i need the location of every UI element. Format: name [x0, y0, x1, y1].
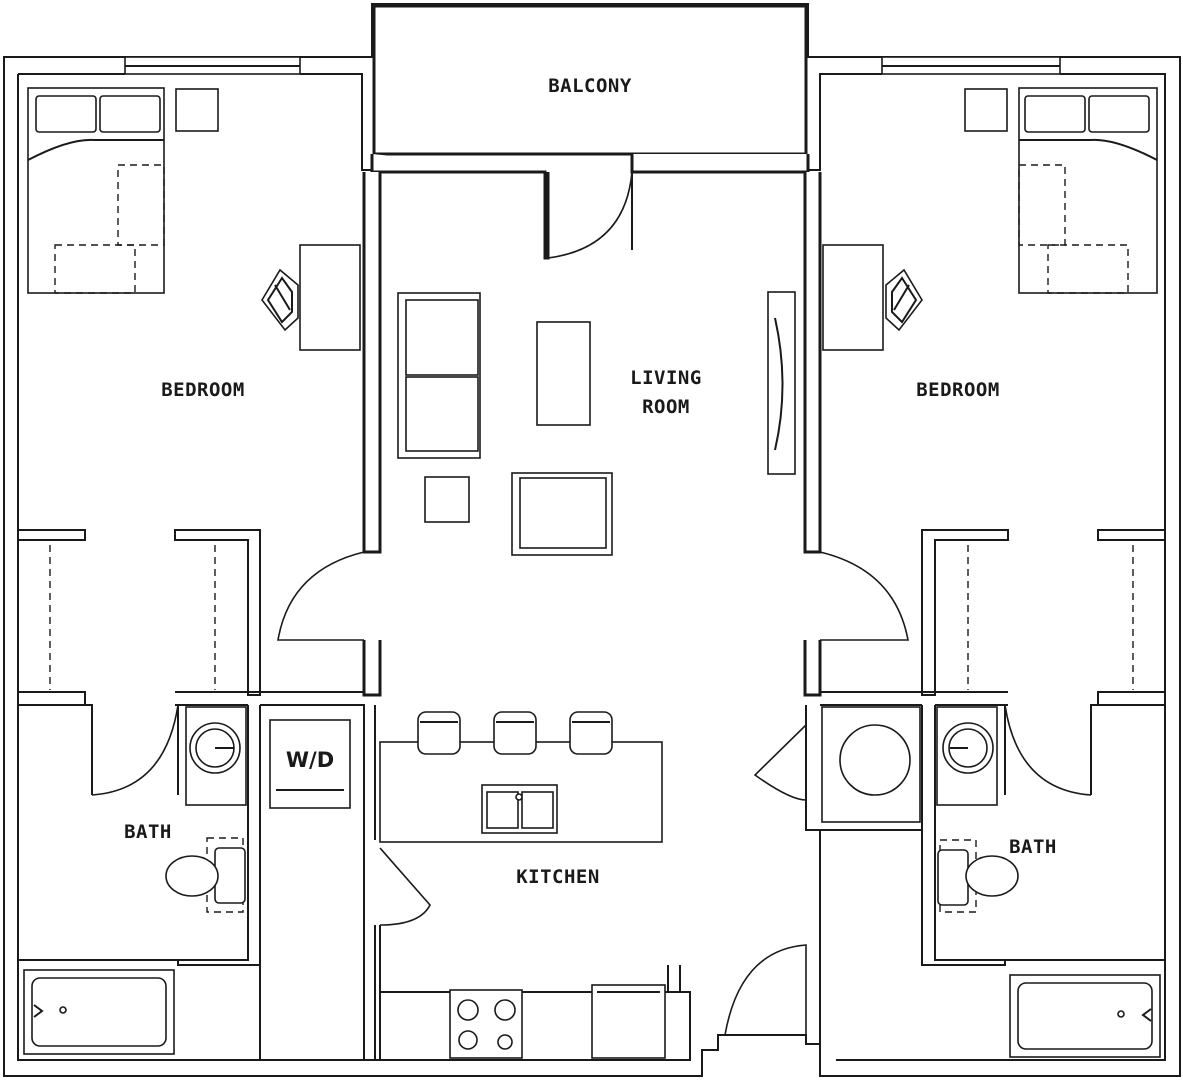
living-room-label-line2: ROOM [642, 396, 690, 418]
living-room: LIVING ROOM [397, 291, 796, 556]
kitchen-sink [481, 784, 558, 834]
desk-chair-icon [885, 268, 923, 332]
bath-right-label: BATH [1009, 836, 1057, 858]
bathtub-icon [1009, 974, 1161, 1058]
balcony: BALCONY [370, 4, 810, 260]
pillow [1024, 95, 1086, 133]
living-room-label-line1: LIVING [630, 367, 702, 389]
side-table [424, 476, 470, 523]
bar-stools [417, 711, 613, 755]
pillow [1088, 95, 1150, 133]
refrigerator [591, 984, 666, 1059]
door-swings [91, 551, 1092, 1036]
toilet-icon [937, 839, 1019, 913]
pillow [99, 95, 161, 133]
coffee-table [536, 321, 591, 426]
bedroom-right-label: BEDROOM [916, 379, 1000, 401]
stove-icon [449, 989, 523, 1059]
bedroom-left-label: BEDROOM [161, 379, 245, 401]
left-bath: BATH [23, 706, 247, 1055]
washer-dryer: W/D [269, 719, 351, 809]
sofa [397, 292, 481, 459]
bath-left-label: BATH [124, 821, 172, 843]
pillow [35, 95, 97, 133]
interior-walls [18, 172, 1165, 1060]
armchair [511, 472, 613, 556]
right-bedroom: BEDROOM [822, 87, 1158, 690]
desk-chair-icon [261, 268, 299, 332]
balcony-label: BALCONY [548, 75, 632, 97]
water-heater [821, 706, 921, 823]
kitchen-label: KITCHEN [516, 866, 600, 888]
left-bedroom: BEDROOM [27, 87, 361, 690]
nightstand [964, 88, 1008, 132]
desk [299, 244, 361, 351]
toilet-icon [165, 837, 246, 913]
sink-icon [936, 706, 998, 806]
sink-icon [185, 706, 247, 806]
washer-dryer-label: W/D [286, 748, 334, 772]
bathtub-icon [23, 969, 175, 1055]
balcony-door-swing [547, 171, 633, 259]
nightstand [175, 88, 219, 132]
right-bath: BATH [936, 706, 1161, 1058]
kitchen: KITCHEN [379, 711, 691, 1060]
desk [822, 244, 884, 351]
tv-console [767, 291, 796, 475]
